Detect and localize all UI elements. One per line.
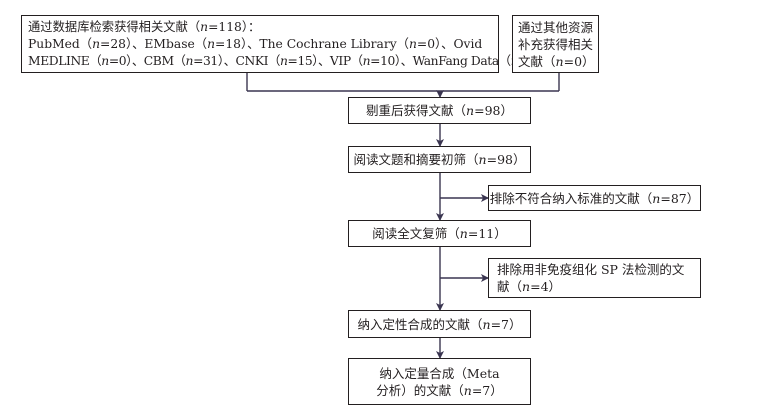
database-search-line2: PubMed（n=28）、EMbase（n=18）、The Cochrane L… (28, 37, 483, 51)
count-variable: n (652, 190, 661, 206)
other-sources-box: 通过其他资源 补充获得相关 文献（n=0） (512, 15, 599, 73)
title-abstract-screen-box: 阅读文题和摘要初筛（n=98） (348, 146, 531, 173)
other-sources-line1: 通过其他资源 (518, 20, 594, 35)
count-variable: n (555, 54, 564, 69)
excluded-method-box: 排除用非免疫组化 SP 法检测的文 献（n=4） (488, 258, 701, 298)
after-dedup-text: 剔重后获得文献（n=98） (366, 103, 513, 118)
quantitative-synthesis-box: 纳入定量合成（Meta 分析）的文献（n=7） (348, 358, 531, 405)
qualitative-synthesis-box: 纳入定性合成的文献（n=7） (348, 310, 531, 338)
count-variable: n (466, 103, 475, 118)
count-variable: n (463, 382, 472, 398)
count-variable: n (408, 37, 417, 51)
count-variable: n (200, 20, 209, 34)
other-sources-line2: 补充获得相关 (518, 37, 594, 52)
count-variable: n (280, 54, 288, 68)
title-abstract-screen-text: 阅读文题和摘要初筛（n=98） (353, 152, 526, 167)
excluded-method-line1: 排除用非免疫组化 SP 法检测的文 (497, 262, 685, 277)
quantitative-synthesis-line2: 分析）的文献（n=7） (376, 382, 503, 398)
qualitative-synthesis-text: 纳入定性合成的文献（n=7） (357, 316, 522, 332)
other-sources-line3: 文献（n=0） (518, 54, 595, 69)
database-search-box: 通过数据库检索获得相关文献（n=118）： PubMed（n=28）、EMbas… (21, 15, 555, 73)
quantitative-synthesis-line1: 纳入定量合成（Meta (379, 365, 500, 381)
count-variable: n (459, 226, 468, 241)
excluded-method-line2: 献（n=4） (497, 279, 562, 294)
full-text-screen-text: 阅读全文复筛（n=11） (372, 226, 507, 241)
count-variable: n (478, 152, 487, 167)
database-search-line3: MEDLINE（n=0）、CBM（n=31）、CNKI（n=15）、VIP（n=… (28, 53, 555, 70)
count-variable: n (482, 316, 491, 332)
database-search-line1: 通过数据库检索获得相关文献（n=118）： (28, 20, 261, 34)
count-variable: n (522, 279, 531, 294)
count-variable: n (92, 37, 101, 51)
count-variable: n (101, 54, 109, 68)
full-text-screen-box: 阅读全文复筛（n=11） (348, 220, 531, 247)
after-dedup-box: 剔重后获得文献（n=98） (348, 97, 531, 124)
excluded-criteria-text: 排除不符合纳入标准的文献（n=87） (489, 190, 700, 206)
count-variable: n (207, 37, 216, 51)
count-variable: n (362, 54, 371, 68)
excluded-criteria-box: 排除不符合纳入标准的文献（n=87） (488, 185, 701, 211)
count-variable: n (185, 54, 194, 68)
